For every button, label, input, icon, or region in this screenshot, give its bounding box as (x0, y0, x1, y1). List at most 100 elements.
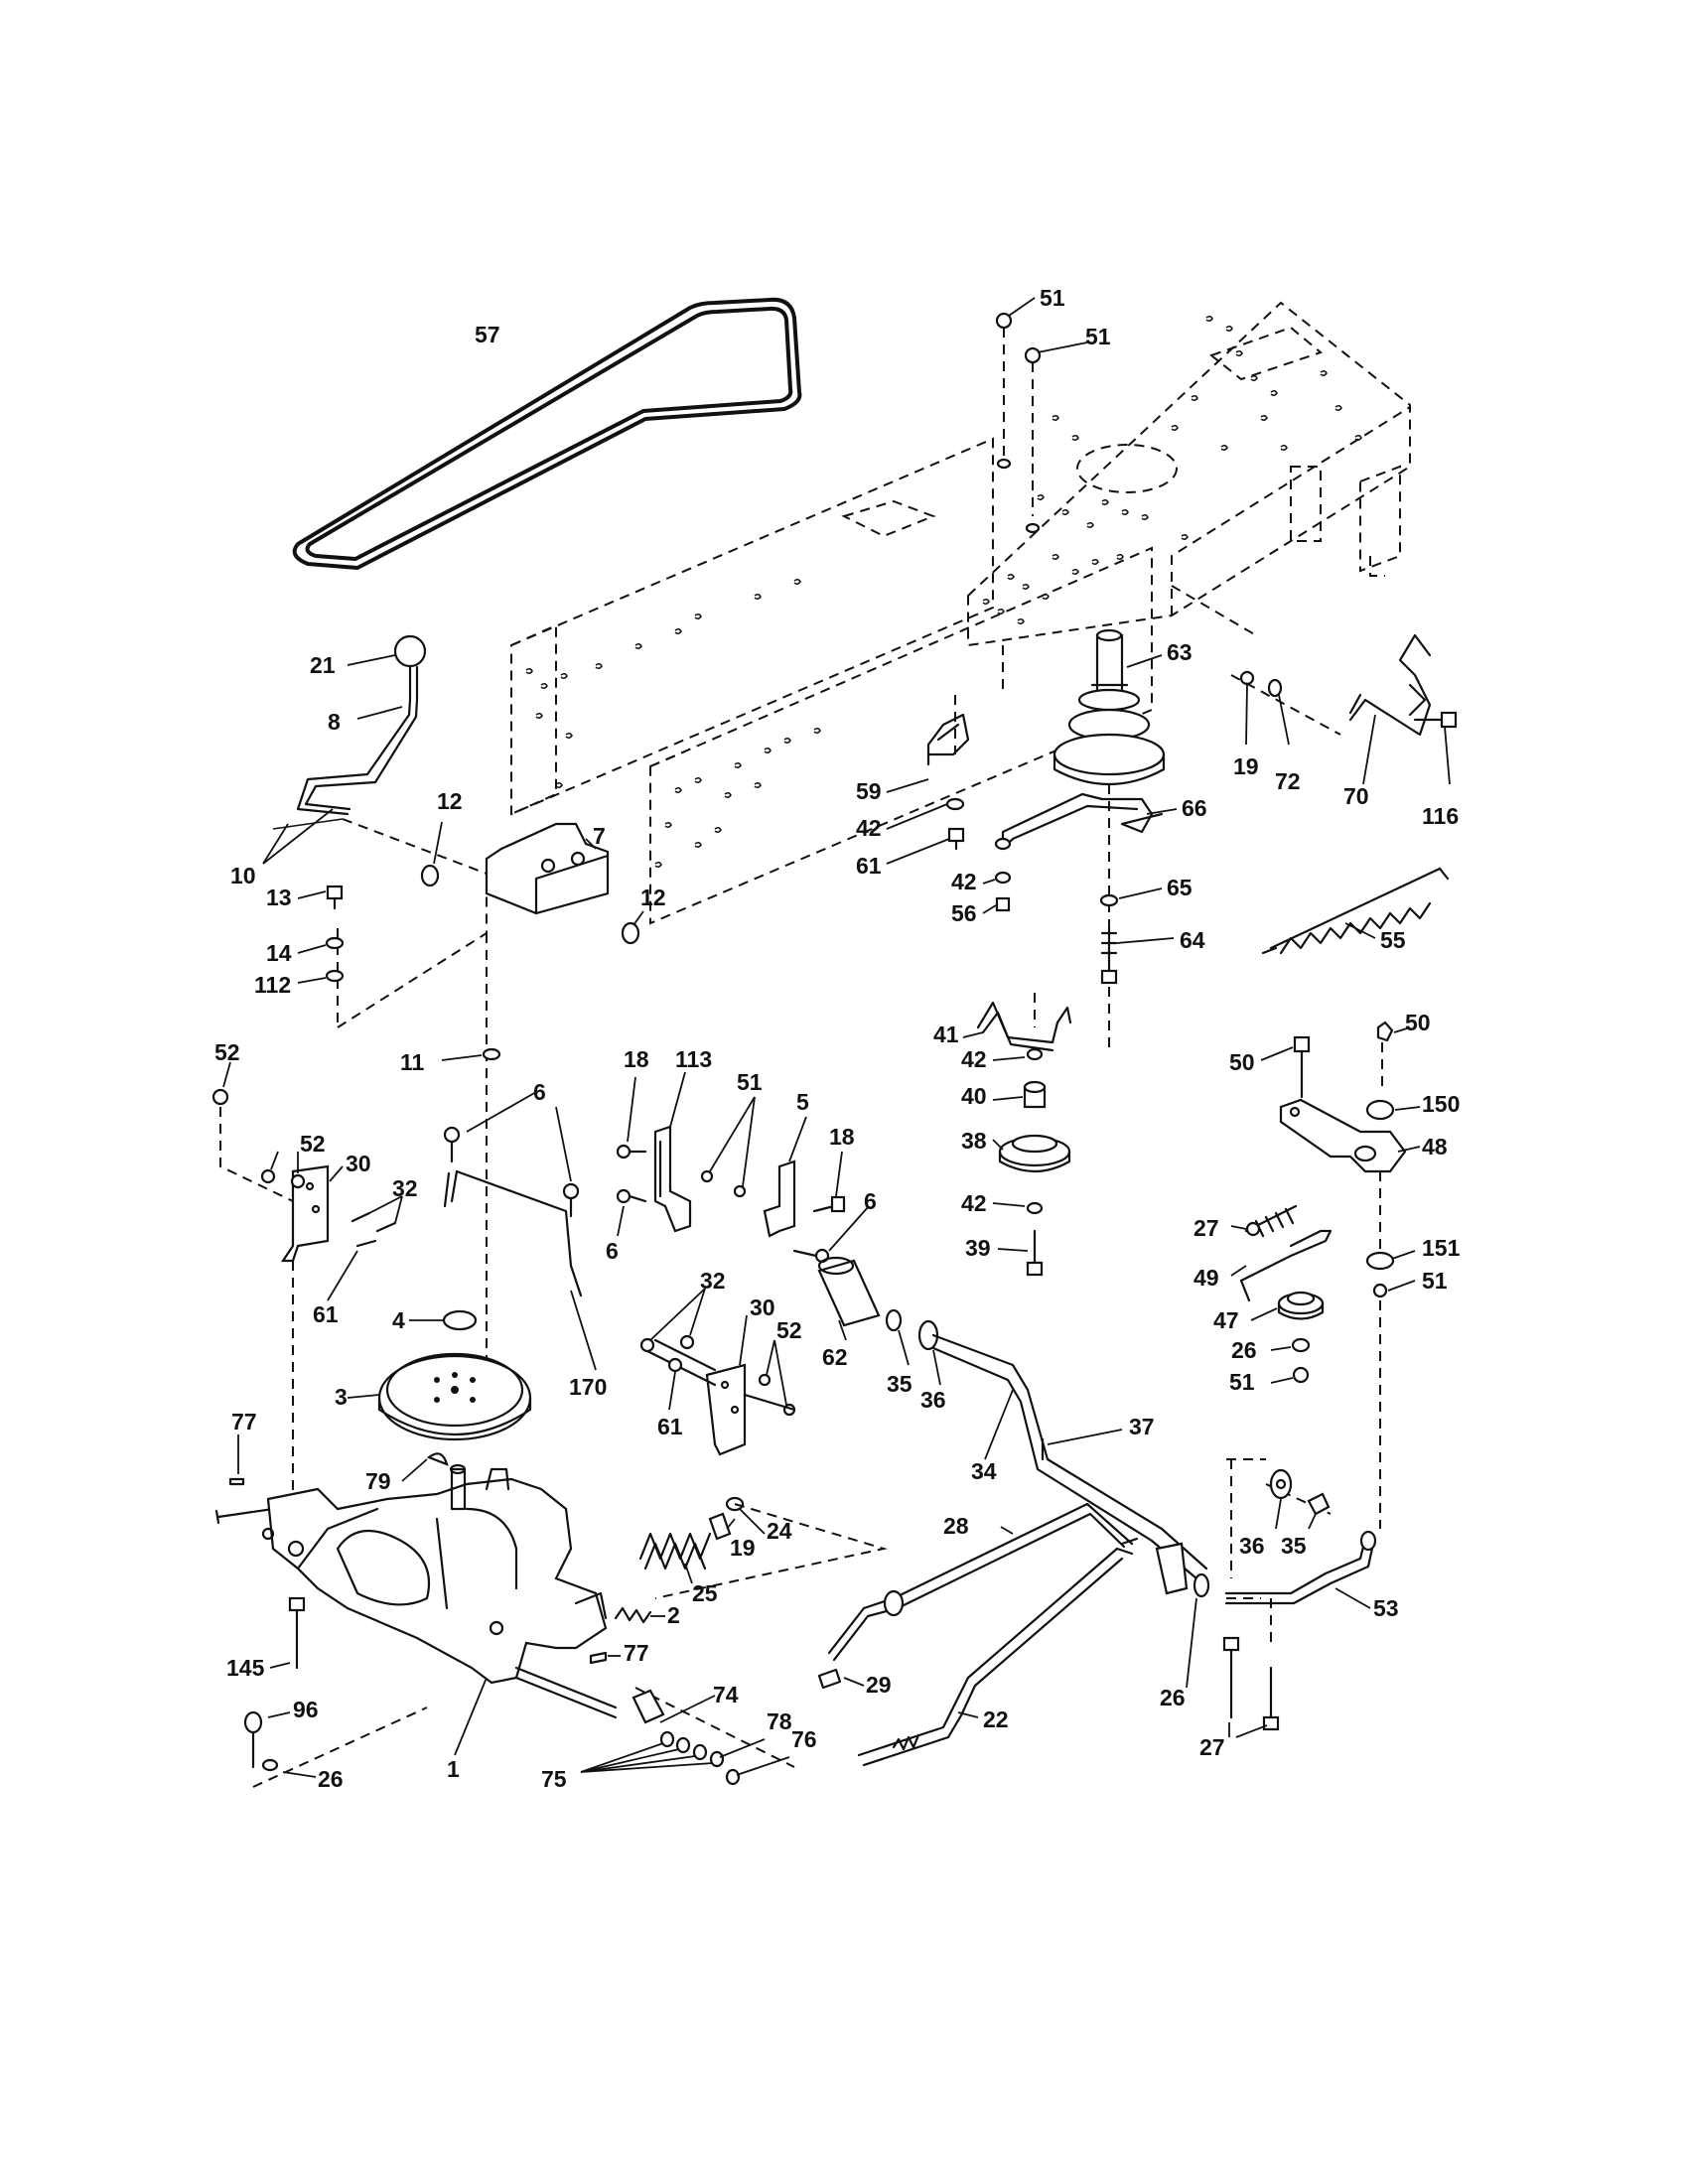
callout-61: 61 (657, 1414, 683, 1439)
callout-78: 78 (767, 1708, 792, 1734)
frame-hole (1061, 508, 1069, 516)
idler-pulley-63 (1052, 628, 1166, 1052)
callout-61: 61 (313, 1301, 339, 1327)
frame-hole (783, 737, 791, 745)
frame-hole (694, 776, 702, 784)
frame-hole (664, 821, 672, 829)
frame-hole (1071, 434, 1079, 442)
frame-hole (1121, 508, 1129, 516)
callout-5: 5 (796, 1089, 809, 1115)
frame-hole (1181, 533, 1189, 541)
callout-8: 8 (328, 709, 341, 735)
frame-hole (982, 598, 990, 606)
callout-2: 2 (667, 1602, 680, 1628)
frame-hole (560, 672, 568, 680)
callout-26: 26 (1231, 1337, 1257, 1363)
callout-42: 42 (961, 1190, 987, 1216)
callout-6: 6 (864, 1188, 877, 1214)
frame-hole (1042, 593, 1050, 601)
callout-24: 24 (767, 1518, 792, 1544)
callout-77: 77 (231, 1409, 257, 1434)
bracket-48 (1230, 1021, 1421, 1529)
callout-55: 55 (1380, 927, 1406, 953)
frame-hole (555, 781, 563, 789)
frame-hole (1220, 444, 1228, 452)
callout-49: 49 (1193, 1265, 1219, 1291)
callout-112: 112 (254, 972, 291, 998)
frame-hole (1141, 513, 1149, 521)
callout-11: 11 (400, 1049, 425, 1075)
frame-hole (1022, 583, 1030, 591)
callout-18: 18 (829, 1124, 855, 1150)
callout-50: 50 (1229, 1049, 1255, 1075)
callout-63: 63 (1167, 639, 1193, 665)
hardware-stack-13 (297, 885, 345, 984)
spring-55 (1261, 867, 1450, 955)
frame-hole (754, 781, 762, 789)
callout-51: 51 (1040, 285, 1065, 311)
callout-76: 76 (791, 1726, 817, 1752)
pin-77-left (228, 1434, 245, 1486)
callout-38: 38 (961, 1128, 987, 1154)
callout-27: 27 (1193, 1215, 1219, 1241)
frame-hole (674, 786, 682, 794)
frame-hole (813, 727, 821, 735)
callout-18: 18 (624, 1046, 649, 1072)
handle-29 (817, 1668, 865, 1690)
callout-145: 145 (226, 1655, 265, 1681)
callout-75: 75 (541, 1766, 567, 1792)
frame-hole (1280, 444, 1288, 452)
callout-59: 59 (856, 778, 882, 804)
callout-26: 26 (1160, 1685, 1186, 1710)
callout-48: 48 (1422, 1134, 1448, 1160)
callout-51: 51 (1085, 324, 1111, 349)
rod-170 (443, 1091, 597, 1371)
callout-37: 37 (1129, 1414, 1155, 1439)
callout-50: 50 (1405, 1010, 1431, 1035)
bracket-plate-30-right (639, 1288, 796, 1456)
frame-hole (1260, 414, 1268, 422)
bolt-56 (982, 871, 1012, 914)
bracket-70 (1348, 633, 1458, 785)
bolt-145 (269, 1596, 306, 1670)
callout-labels: 51 51 57 21 8 63 19 72 70 116 59 66 42 6… (214, 285, 1461, 1792)
callout-26: 26 (318, 1766, 344, 1792)
frame-hole (1205, 315, 1213, 323)
spring-2 (614, 1606, 665, 1624)
frame-hole (734, 761, 742, 769)
rod-28 (827, 1502, 1134, 1662)
frame-hole (540, 682, 548, 690)
idler-arm-66 (994, 792, 1178, 851)
frame-hole (535, 712, 543, 720)
frame-hole (1007, 573, 1015, 581)
callout-41: 41 (933, 1022, 959, 1047)
callout-19: 19 (1233, 753, 1259, 779)
nut-19-washer-72 (1230, 670, 1341, 746)
frame-hole (1017, 617, 1025, 625)
callout-32: 32 (392, 1175, 418, 1201)
pulley-stack-38 (962, 993, 1072, 1277)
callout-151: 151 (1422, 1235, 1461, 1261)
callout-40: 40 (961, 1083, 987, 1109)
callout-64: 64 (1180, 927, 1205, 953)
callout-51: 51 (1422, 1268, 1448, 1294)
frame-hole (694, 613, 702, 620)
bracket-113 (616, 1071, 756, 1237)
bolt-64 (1099, 887, 1175, 985)
callout-21: 21 (310, 652, 336, 678)
frame-hole (754, 593, 762, 601)
callout-28: 28 (943, 1513, 969, 1539)
frame-hole (525, 667, 533, 675)
callout-57: 57 (475, 322, 500, 347)
callout-96: 96 (293, 1697, 319, 1722)
frame-hole (674, 627, 682, 635)
callout-62: 62 (822, 1344, 848, 1370)
frame-hole (1225, 325, 1233, 333)
frame-hole (595, 662, 603, 670)
callout-65: 65 (1167, 875, 1193, 900)
frame-hole (1235, 349, 1243, 357)
callout-52: 52 (300, 1131, 326, 1157)
drive-belt (292, 297, 802, 570)
shift-shaft-34 (817, 1256, 1210, 1689)
transaxle (214, 1463, 618, 1756)
